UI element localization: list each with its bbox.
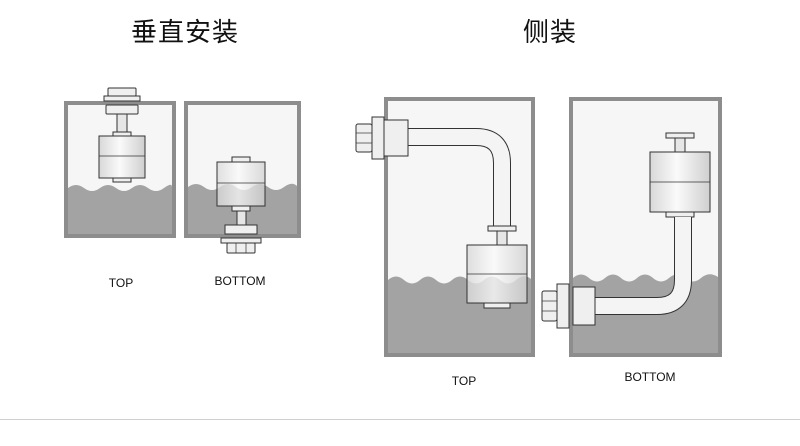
hex-nut bbox=[107, 87, 137, 97]
stop-collar bbox=[487, 225, 517, 232]
stop-collar bbox=[665, 211, 695, 218]
stop-collar bbox=[112, 177, 132, 183]
hex-nut bbox=[226, 242, 256, 254]
bottom-divider bbox=[0, 419, 800, 420]
elbow-pipe bbox=[408, 129, 510, 226]
float-ball bbox=[98, 135, 146, 179]
vertical-bottom-caption: BOTTOM bbox=[214, 274, 266, 288]
hex-nut bbox=[355, 123, 373, 153]
side-bottom-caption: BOTTOM bbox=[624, 370, 676, 384]
water-body bbox=[68, 184, 172, 234]
side-installation-heading: 侧装 bbox=[522, 18, 577, 48]
side-top-caption: TOP bbox=[451, 374, 477, 388]
float-ball bbox=[216, 161, 266, 207]
stop-collar bbox=[231, 205, 251, 212]
tank-side-top bbox=[355, 97, 535, 357]
elbow-pipe bbox=[595, 217, 691, 314]
washer bbox=[556, 283, 570, 329]
tank-vertical-top bbox=[64, 87, 176, 238]
stop-collar bbox=[231, 156, 251, 163]
hex-nut bbox=[224, 224, 258, 235]
wall-flange bbox=[572, 286, 596, 326]
washer bbox=[103, 95, 141, 102]
washer bbox=[371, 116, 385, 160]
stop-collar bbox=[112, 131, 132, 137]
stem-rod bbox=[674, 137, 686, 153]
washer bbox=[220, 237, 262, 244]
vertical-top-caption: TOP bbox=[108, 276, 134, 290]
hex-nut bbox=[105, 104, 139, 115]
stem-rod bbox=[236, 210, 247, 226]
stem-rod bbox=[116, 113, 128, 133]
stop-collar bbox=[483, 302, 511, 309]
vertical-installation-heading: 垂直安装 bbox=[130, 18, 239, 48]
tank-side-bottom bbox=[541, 97, 722, 357]
wall-flange bbox=[383, 119, 409, 157]
stem-rod bbox=[496, 230, 508, 246]
stop-collar bbox=[665, 132, 695, 139]
hex-nut bbox=[541, 290, 558, 322]
tank-vertical-bottom bbox=[184, 101, 301, 254]
